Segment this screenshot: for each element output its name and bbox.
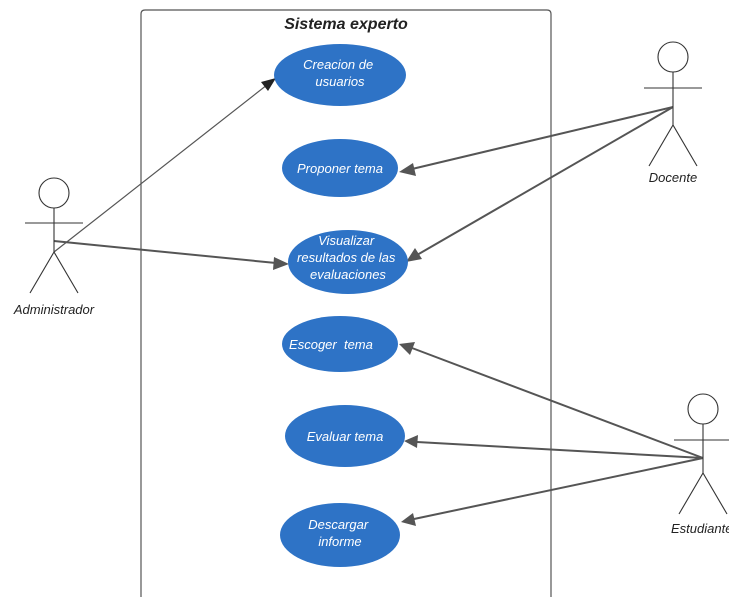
- system-boundary: Sistema experto: [140, 9, 552, 597]
- use-case-label: Creacion de: [303, 57, 373, 72]
- actor-administrador[interactable]: Administrador: [13, 177, 95, 317]
- arrowhead-docente-visualizar: [406, 248, 422, 262]
- use-case-proponer-tema[interactable]: Proponer tema: [282, 139, 398, 197]
- arrowhead-estudiante-escoger: [399, 342, 415, 355]
- actor-leg-left: [29, 251, 55, 294]
- use-case-shape: [285, 405, 405, 467]
- actor-label: Estudiante: [671, 521, 729, 536]
- actor-estudiante[interactable]: Estudiante: [671, 393, 729, 536]
- system-title: Sistema experto: [284, 16, 408, 33]
- actor-leg-right: [53, 251, 79, 294]
- arrowhead-estudiante-evaluar: [404, 435, 418, 448]
- svg-text:Evaluar tema: Evaluar tema: [307, 429, 384, 444]
- svg-text:Visualizar resultados de: Visualizar resultados de las evaluacione…: [297, 233, 399, 282]
- use-case-shape: [280, 503, 400, 567]
- use-case-label: Descargar: [308, 517, 369, 532]
- use-case-descargar-informe[interactable]: Descargar informe: [280, 503, 400, 567]
- arrowhead-estudiante-descargar: [401, 513, 416, 526]
- use-case-evaluar-tema[interactable]: Evaluar tema: [285, 405, 405, 467]
- association-estudiante-descargar[interactable]: [413, 457, 704, 520]
- use-case-label: usuarios: [315, 74, 365, 89]
- svg-text:Creacion de usuarios: Creacion de usuarios: [303, 57, 377, 89]
- use-case-shape: [274, 44, 406, 106]
- arrowhead-administrador-creacion: [261, 78, 276, 91]
- actor-leg-right: [702, 472, 728, 515]
- use-case-label: Evaluar tema: [307, 429, 384, 444]
- arrowhead-administrador-visualizar: [273, 257, 289, 270]
- associations: [53, 78, 704, 526]
- association-estudiante-escoger[interactable]: [411, 347, 704, 459]
- use-case-label: Visualizar: [318, 233, 375, 248]
- association-administrador-creacion[interactable]: [53, 80, 273, 253]
- actor-leg-left: [678, 472, 704, 515]
- association-docente-visualizar[interactable]: [416, 106, 674, 256]
- use-case-visualizar-resultados[interactable]: Visualizar resultados de las evaluacione…: [288, 230, 408, 294]
- association-estudiante-evaluar[interactable]: [416, 441, 704, 459]
- svg-text:Descargar informe: Descargar informe: [308, 517, 372, 549]
- use-case-shape: [288, 230, 408, 294]
- use-case-escoger-tema[interactable]: Escoger tema: [0, 0, 398, 372]
- svg-text:Proponer tema: Proponer tema: [297, 161, 383, 176]
- association-administrador-visualizar[interactable]: [53, 240, 277, 264]
- actor-docente[interactable]: Docente: [644, 41, 702, 185]
- arrowhead-docente-proponer: [399, 163, 416, 176]
- actor-head-icon: [657, 41, 689, 73]
- use-case-label: informe: [318, 534, 361, 549]
- use-case-label: Proponer tema: [297, 161, 383, 176]
- actor-head-icon: [687, 393, 719, 425]
- actor-label: Administrador: [13, 302, 95, 317]
- use-case-label: Escoger tema: [289, 337, 373, 352]
- use-case-shape: [282, 316, 398, 372]
- use-case-creacion-usuarios[interactable]: Creacion de usuarios: [274, 44, 406, 106]
- actor-head-icon: [38, 177, 70, 209]
- use-case-shape: [282, 139, 398, 197]
- actor-label: Docente: [649, 170, 697, 185]
- use-case-label: evaluaciones: [310, 267, 386, 282]
- association-docente-proponer[interactable]: [411, 106, 674, 170]
- actor-leg-left: [648, 124, 674, 167]
- svg-text:Escoger tema: Escoger tema: [0, 0, 391, 352]
- actor-leg-right: [672, 124, 698, 167]
- use-case-label: resultados de las: [297, 250, 396, 265]
